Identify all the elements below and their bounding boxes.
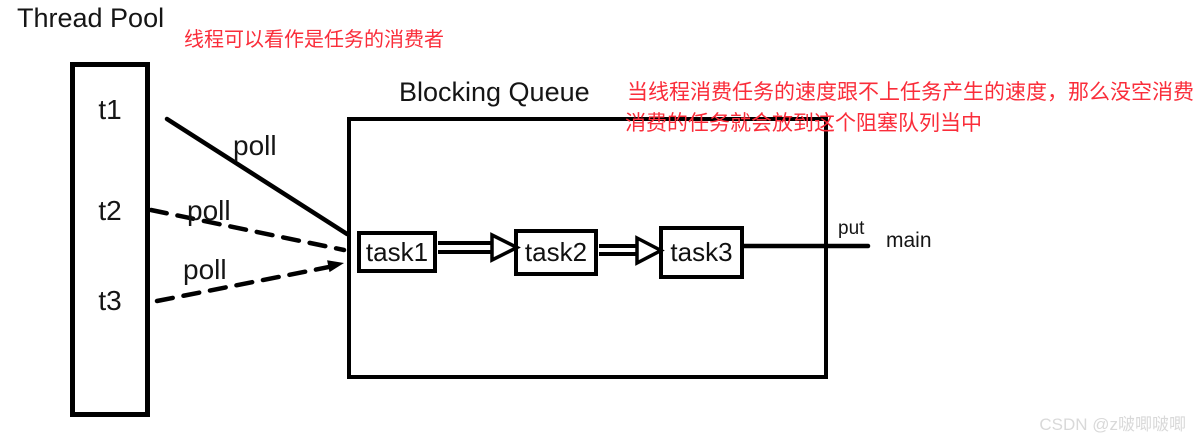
task3-label: task3 xyxy=(670,237,733,267)
task1-box: task1 xyxy=(357,231,437,273)
poll-label-t1: poll xyxy=(233,130,277,161)
poll-label-t3: poll xyxy=(183,254,227,285)
annotation-consumer-note: 线程可以看作是任务的消费者 xyxy=(184,29,444,51)
t3-poll-arrowhead-icon xyxy=(327,260,344,273)
task3-box: task3 xyxy=(659,226,744,279)
thread-t3-label: t3 xyxy=(98,285,122,316)
thread-pool-box xyxy=(70,62,150,417)
thread-t2-label: t2 xyxy=(98,195,122,226)
csdn-watermark: CSDN @z啵唧啵唧 xyxy=(1039,415,1186,434)
annotation-speed-note-line2: 消费的任务就会放到这个阻塞队列当中 xyxy=(625,112,982,135)
main-label: main xyxy=(886,229,932,252)
t2-poll-line xyxy=(148,207,347,253)
diagram-title: Thread Pool xyxy=(17,3,165,33)
thread-t1-label: t1 xyxy=(98,94,122,125)
poll-label-t2: poll xyxy=(187,195,231,226)
annotation-speed-note-line1: 当线程消费任务的速度跟不上任务产生的速度，那么没空消费 xyxy=(627,81,1193,104)
blocking-queue-title: Blocking Queue xyxy=(399,77,590,107)
task2-label: task2 xyxy=(524,237,588,267)
put-label: put xyxy=(838,218,865,239)
task1-label: task1 xyxy=(365,236,429,267)
task2-box: task2 xyxy=(514,229,598,276)
